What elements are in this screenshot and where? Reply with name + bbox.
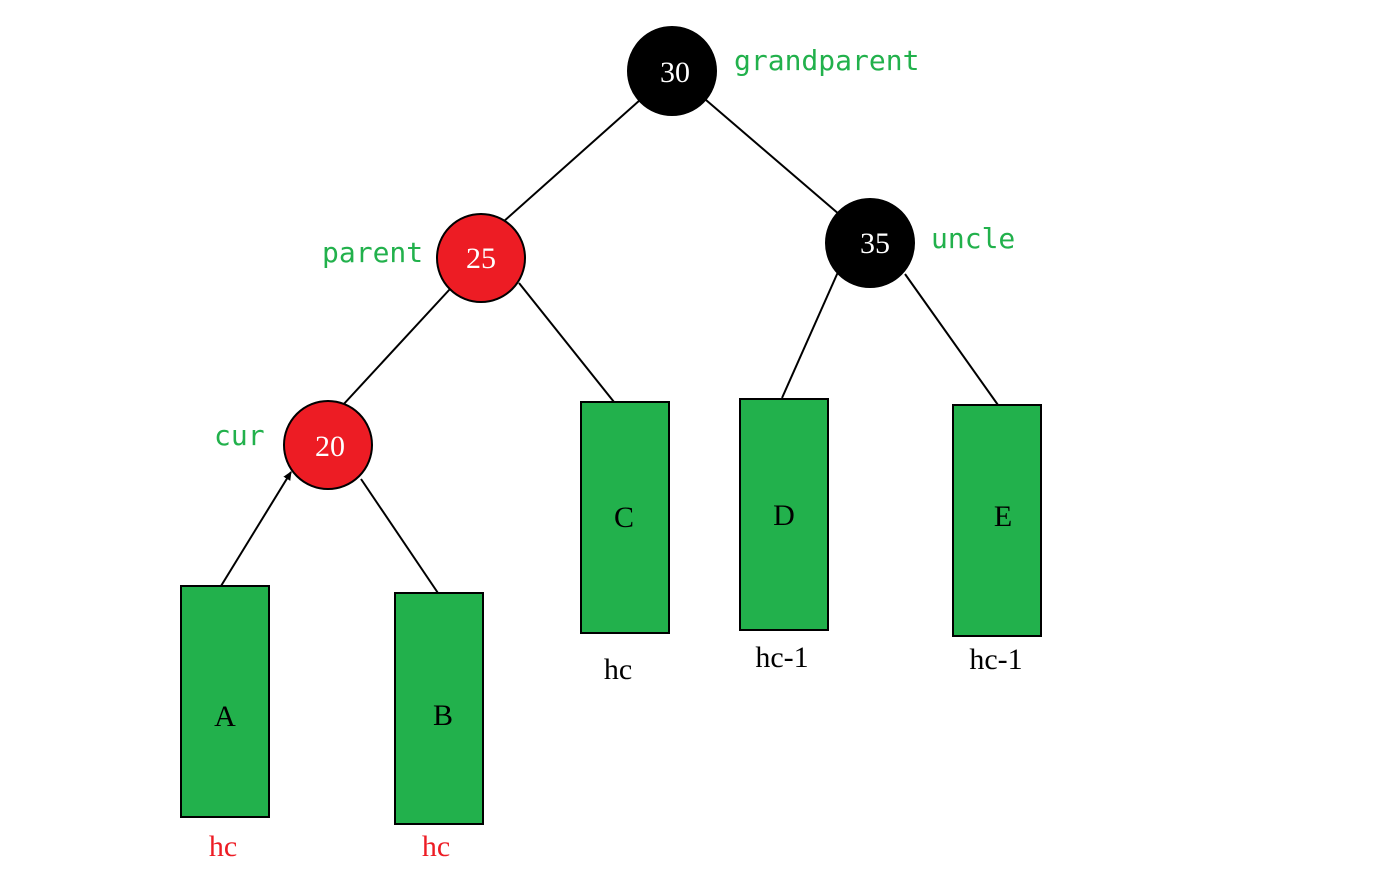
role-label-grandparent: grandparent: [734, 44, 919, 77]
node-grandparent: 30: [627, 26, 717, 116]
subtree-label-b: B: [433, 699, 453, 732]
node-value-parent: 25: [466, 242, 496, 275]
node-circle-grandparent: [627, 26, 717, 116]
role-label-uncle: uncle: [931, 222, 1015, 255]
height-label-d: hc-1: [755, 641, 808, 674]
node-parent: 25: [436, 213, 526, 303]
edge-grandparent-parent: [502, 99, 641, 223]
node-cur: 20: [283, 400, 373, 490]
edge-uncle-subtree-e: [904, 273, 999, 406]
subtree-rect-e: [952, 404, 1042, 637]
height-label-b: hc: [422, 830, 450, 863]
node-circle-parent: [436, 213, 526, 303]
height-label-c: hc: [604, 653, 632, 686]
node-value-cur: 20: [315, 430, 345, 463]
subtree-rect-d: [739, 398, 829, 631]
subtree-a: A: [180, 585, 270, 818]
height-label-a: hc: [209, 830, 237, 863]
subtree-b: B: [394, 592, 484, 825]
height-label-e: hc-1: [969, 643, 1022, 676]
edge-grandparent-uncle: [705, 99, 841, 216]
edge-parent-subtree-c: [518, 282, 615, 403]
subtree-label-e: E: [994, 500, 1012, 533]
edge-uncle-subtree-d: [781, 271, 839, 399]
subtree-label-d: D: [773, 499, 795, 532]
edge-cur-subtree-b: [360, 478, 441, 597]
node-value-grandparent: 30: [660, 56, 690, 89]
edges: [220, 99, 999, 597]
role-label-parent: parent: [322, 236, 423, 269]
subtree-rect-b: [394, 592, 484, 825]
edge-cur-subtree-a: [220, 471, 292, 587]
subtree-d: D: [739, 398, 829, 631]
role-label-cur: cur: [214, 419, 265, 452]
node-circle-cur: [283, 400, 373, 490]
node-circle-uncle: [825, 198, 915, 288]
subtree-rect-c: [580, 401, 670, 634]
subtree-rect-a: [180, 585, 270, 818]
subtree-label-a: A: [214, 700, 236, 733]
node-value-uncle: 35: [860, 227, 890, 260]
subtree-c: C: [580, 401, 670, 634]
subtree-label-c: C: [614, 501, 634, 534]
edge-parent-cur: [341, 288, 451, 407]
subtree-e: E: [952, 404, 1042, 637]
node-uncle: 35: [825, 198, 915, 288]
